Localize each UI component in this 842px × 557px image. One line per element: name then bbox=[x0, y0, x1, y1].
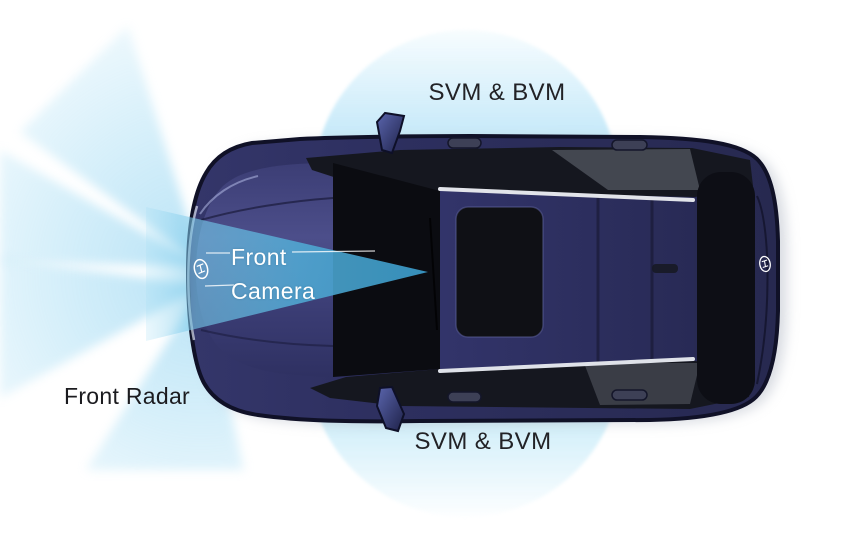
label-front-radar: Front Radar bbox=[64, 383, 191, 409]
rear-wiper bbox=[652, 264, 678, 273]
hyundai-logo-front-icon bbox=[193, 258, 209, 280]
front-camera-cone bbox=[146, 207, 428, 341]
roof-rail-top bbox=[438, 187, 695, 202]
label-front-camera: Front Camera bbox=[231, 240, 315, 308]
label-front-camera-line2: Camera bbox=[231, 278, 316, 304]
side-window-top-reflection bbox=[552, 149, 700, 190]
label-svm-bvm-top: SVM & BVM bbox=[428, 79, 566, 106]
car-rear-glass bbox=[697, 172, 755, 404]
roof-rail-bottom bbox=[438, 357, 695, 373]
label-svm-bvm-bottom: SVM & BVM bbox=[414, 428, 552, 455]
roof-ribs bbox=[596, 196, 654, 362]
label-front-camera-line1: Front bbox=[231, 244, 287, 270]
side-windows-top bbox=[306, 147, 753, 197]
door-handles bbox=[447, 137, 648, 403]
hyundai-logo-rear-icon bbox=[759, 255, 771, 273]
side-mirror-top bbox=[375, 111, 406, 155]
liftgate-crease bbox=[756, 195, 769, 385]
leader-lines bbox=[204, 250, 376, 287]
side-mirror-bottom bbox=[375, 385, 406, 433]
car-sunroof bbox=[455, 206, 544, 338]
windshield-wiper bbox=[429, 217, 438, 331]
